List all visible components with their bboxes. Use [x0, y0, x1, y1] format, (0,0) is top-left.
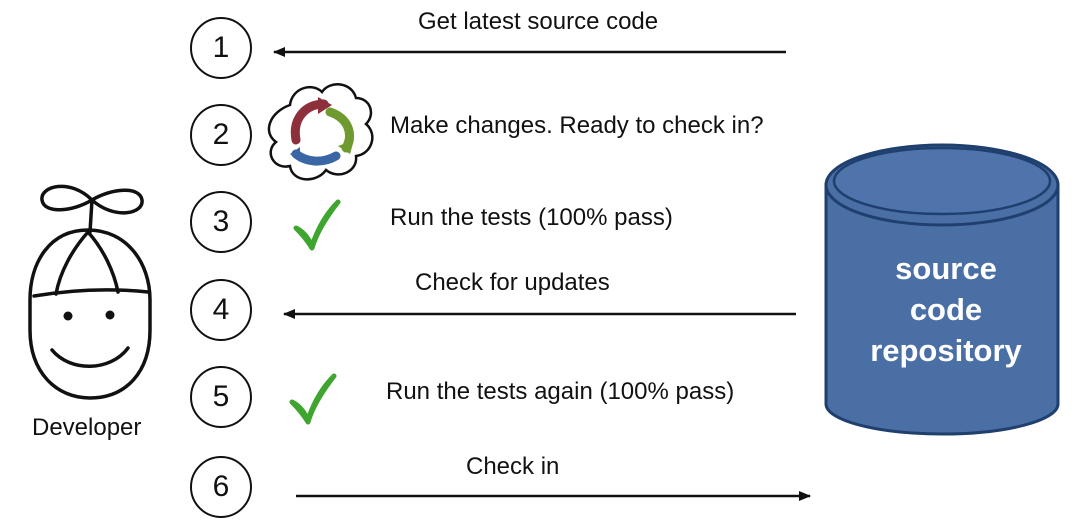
step-label-2: Make changes. Ready to check in?: [390, 112, 764, 139]
step-label-3: Run the tests (100% pass): [390, 204, 673, 231]
repository-label-line-1: source: [895, 251, 997, 286]
step-number-2: 2: [190, 104, 252, 166]
step-number-6: 6: [190, 456, 252, 518]
step-number-1: 1: [190, 17, 252, 79]
repository-label-line-2: code: [909, 292, 983, 327]
step-label-5: Run the tests again (100% pass): [386, 378, 735, 405]
developer-label: Developer: [32, 414, 142, 441]
step-label-1: Get latest source code: [418, 8, 659, 35]
step-number-3: 3: [190, 191, 252, 253]
developer-figure-icon: [28, 184, 152, 400]
refresh-cycle-icon: [267, 83, 374, 181]
step-number-4: 4: [190, 279, 252, 341]
checkmark-icon: [293, 199, 341, 251]
repository-cylinder-icon: [824, 143, 1060, 436]
checkmark-icon: [289, 373, 337, 425]
step-number-5: 5: [190, 366, 252, 428]
step-label-4: Check for updates: [415, 269, 610, 296]
repository-label-line-3: repository: [870, 333, 1022, 368]
step-label-6: Check in: [466, 453, 560, 480]
